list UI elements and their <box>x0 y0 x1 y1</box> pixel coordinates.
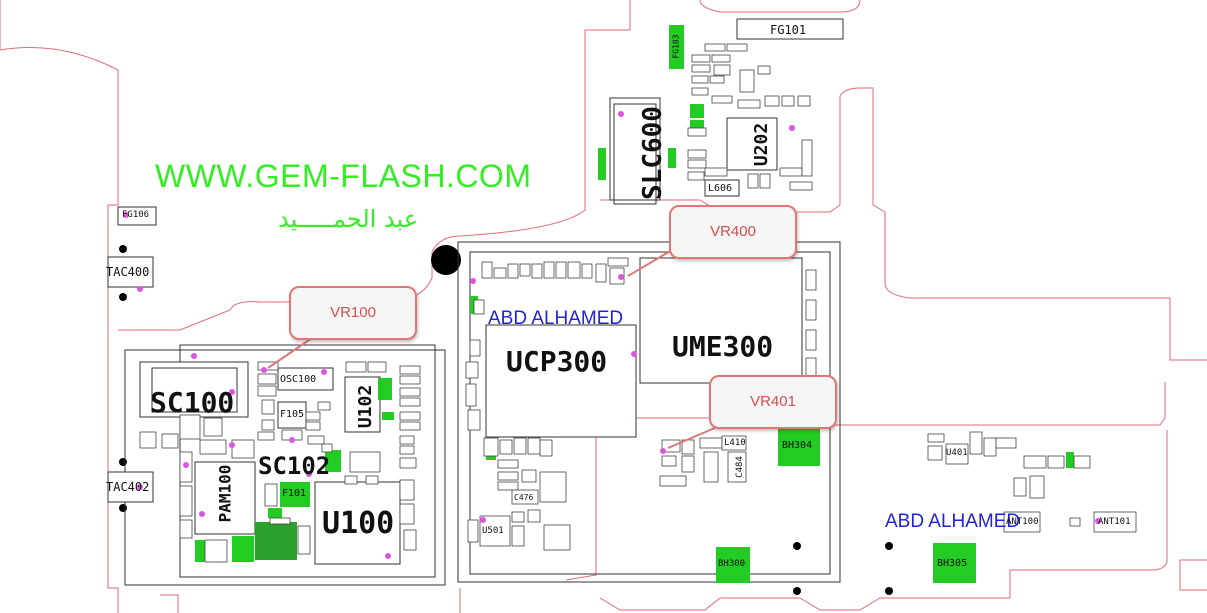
blue-label-bottom: ABD ALHAMED <box>885 511 1021 532</box>
slc600-box <box>613 103 657 205</box>
label-sc102: SC102 <box>258 452 331 480</box>
callout-vr100-label: VR100 <box>330 304 376 321</box>
pad-green <box>690 120 704 130</box>
f101-pad <box>280 482 310 507</box>
sc100-can <box>139 361 249 418</box>
label-osc100: OSC100 <box>280 374 317 385</box>
label-l410: L410 <box>724 438 746 448</box>
label-u501: U501 <box>482 526 504 536</box>
osc100-box <box>277 367 334 391</box>
pad-green <box>195 540 205 562</box>
pad-green <box>232 536 254 562</box>
label-fg101: FG101 <box>770 23 807 37</box>
sc100-inner <box>151 367 238 413</box>
pad-green <box>382 412 394 420</box>
l606-box <box>704 179 740 197</box>
via <box>119 293 127 301</box>
label-bh305: BH305 <box>937 558 968 569</box>
ucp300-box <box>485 324 637 438</box>
label-ant100: ANT100 <box>1006 517 1039 527</box>
u100-box <box>314 481 401 565</box>
f105-box <box>277 401 307 429</box>
watermark-arabic: عبد الحمـــــيد <box>278 205 419 233</box>
via <box>793 542 801 550</box>
bh300-pad <box>716 547 750 583</box>
cpu-section-frame <box>457 241 841 583</box>
label-bh300: BH300 <box>718 559 746 569</box>
label-bh304: BH304 <box>782 440 813 451</box>
label-c476: C476 <box>514 493 534 502</box>
pad-green <box>1066 452 1074 468</box>
fg101-box <box>736 18 844 40</box>
fg106-box <box>117 206 157 226</box>
label-u202: U202 <box>751 122 773 167</box>
label-ucp300: UCP300 <box>506 345 608 378</box>
bh304-pad <box>778 428 820 466</box>
callout-vr401-label: VR401 <box>750 393 796 410</box>
label-ume300: UME300 <box>672 330 774 363</box>
pam100-box <box>194 461 256 535</box>
via <box>119 245 127 253</box>
pad-green <box>690 104 704 118</box>
slc600-outline <box>609 97 661 201</box>
label-ant101: ANT101 <box>1098 517 1131 527</box>
label-fg103: FG103 <box>671 34 681 59</box>
watermark-site: WWW.GEM-FLASH.COM <box>155 158 532 194</box>
callout-vr400-label: VR400 <box>710 223 756 240</box>
overlay-outline <box>565 382 1207 611</box>
via <box>885 587 893 595</box>
pad-green <box>598 148 606 180</box>
large-via <box>431 245 461 275</box>
callout-vr400: VR400 <box>669 205 797 259</box>
label-pam100: PAM100 <box>215 464 235 523</box>
ume300-box <box>639 257 803 384</box>
fg103-pad <box>669 25 684 69</box>
label-f105: F105 <box>280 409 305 420</box>
label-sc100: SC100 <box>150 386 235 419</box>
via <box>793 587 801 595</box>
rf-section-frame <box>124 349 446 586</box>
label-u100: U100 <box>322 506 395 541</box>
label-tac402: TAC402 <box>106 480 150 494</box>
blue-label-top: ABD ALHAMED <box>488 308 624 329</box>
callout-vr100: VR100 <box>289 286 417 340</box>
label-u401: U401 <box>946 448 968 458</box>
u202-box <box>726 117 778 171</box>
label-fg106: FG106 <box>122 210 150 220</box>
small-components <box>139 43 1137 563</box>
bh305-pad <box>933 543 976 583</box>
label-l606: L606 <box>708 183 733 194</box>
label-u102: U102 <box>355 384 377 429</box>
via <box>119 504 127 512</box>
pad-green <box>378 378 392 400</box>
via <box>119 458 127 466</box>
label-c484: C484 <box>734 456 745 478</box>
pad-green <box>325 450 341 472</box>
u102-box <box>344 376 381 433</box>
pad-green <box>268 508 282 518</box>
label-tac400: TAC400 <box>106 265 150 279</box>
tac402-box <box>107 471 154 503</box>
tac400-box <box>107 256 154 288</box>
label-slc600: SLC600 <box>637 106 668 200</box>
pad-green <box>668 148 676 168</box>
test-points <box>123 111 1101 559</box>
callout-pointer-vr400 <box>627 249 673 277</box>
via <box>885 542 893 550</box>
overlay-panel <box>566 382 1207 613</box>
callout-pointer-vr100 <box>267 337 313 369</box>
callout-vr401: VR401 <box>709 375 837 429</box>
label-f101: F101 <box>282 488 307 499</box>
pa-green-block <box>255 522 297 560</box>
